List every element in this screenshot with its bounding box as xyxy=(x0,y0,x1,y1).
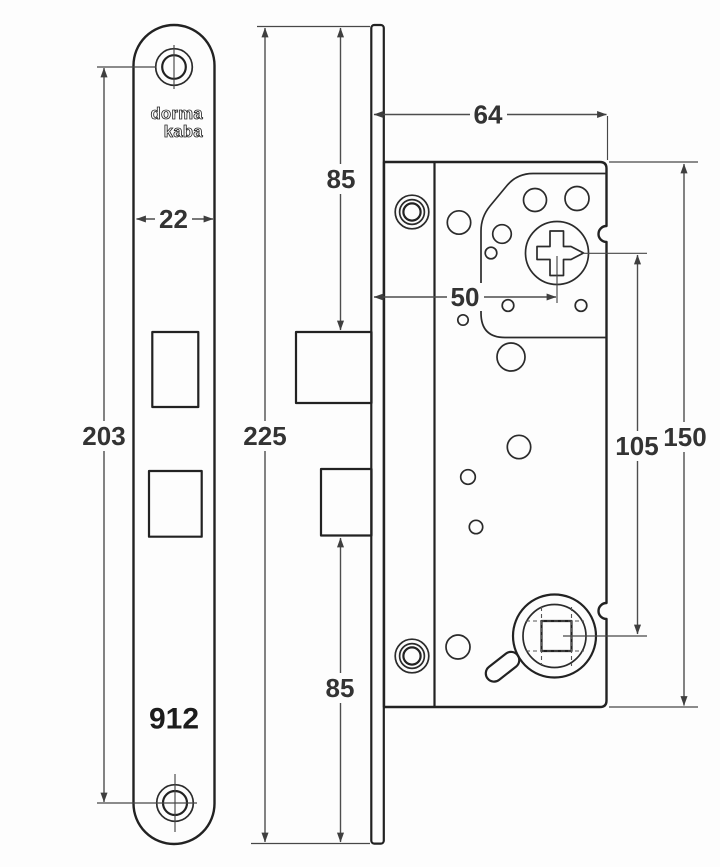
dimension-203: 203 xyxy=(80,66,197,804)
case-hole xyxy=(506,434,532,460)
housing-plate-outline xyxy=(480,172,607,339)
dimension-label-150: 150 xyxy=(663,422,706,452)
model-number: 912 xyxy=(149,703,199,736)
top-bushing-ring-inner xyxy=(402,202,422,222)
case-hole xyxy=(459,468,477,486)
dimension-label-225: 225 xyxy=(243,421,286,451)
lock-case-outline xyxy=(382,160,608,709)
case-hole xyxy=(574,298,588,313)
bottom-bushing xyxy=(394,638,430,674)
case-hole xyxy=(468,519,484,535)
dimension-22: 22 xyxy=(136,204,214,234)
dimensions: 22 203 225 85 85 xyxy=(80,25,708,845)
top-bushing xyxy=(394,194,430,230)
brand-logo-line1: dorma xyxy=(151,105,204,123)
case-hole xyxy=(564,185,590,212)
case-hole xyxy=(445,634,471,660)
deadbolt-side xyxy=(319,467,373,537)
top-bushing-ring-mid xyxy=(398,198,426,226)
dimension-label-85-bottom: 85 xyxy=(326,673,355,703)
dimension-label-50: 50 xyxy=(451,282,480,312)
case-hole xyxy=(522,187,548,213)
case-hole xyxy=(484,246,498,260)
dimension-150: 150 xyxy=(609,161,708,708)
phillips-cross-icon xyxy=(536,230,585,277)
dimension-label-203: 203 xyxy=(82,421,125,451)
brand-logo: dorma kaba xyxy=(150,105,204,142)
dimension-85-top: 85 xyxy=(324,27,358,331)
dimension-105: 105 xyxy=(563,252,660,637)
faceplate-outline xyxy=(132,23,216,846)
faceplate-edge-bar xyxy=(370,23,385,845)
dimension-label-85-top: 85 xyxy=(327,164,356,194)
faceplate-front-view: dorma kaba 912 xyxy=(132,23,216,846)
bottom-bushing-ring-outer xyxy=(394,638,430,674)
lock-case-view xyxy=(382,160,608,709)
case-hole xyxy=(446,209,472,236)
case-holes xyxy=(445,185,590,660)
case-hole xyxy=(501,298,515,313)
case-hole xyxy=(491,223,513,245)
dimension-85-bottom: 85 xyxy=(323,537,357,843)
dimension-label-22: 22 xyxy=(159,204,188,234)
bottom-bushing-ring-mid xyxy=(398,642,426,670)
top-bushing-ring-outer xyxy=(394,194,430,230)
top-screw-hole xyxy=(154,45,194,89)
case-hole xyxy=(456,313,470,327)
dimension-225: 225 xyxy=(241,25,370,845)
dimension-label-64: 64 xyxy=(474,100,503,130)
case-hole xyxy=(496,342,526,372)
dimension-64: 64 xyxy=(373,100,609,160)
latch-bolt-side xyxy=(294,330,373,405)
dimension-50: 50 xyxy=(373,256,558,312)
dimension-label-105: 105 xyxy=(615,431,658,461)
deadbolt-cutout xyxy=(147,469,203,538)
brand-logo-line2: kaba xyxy=(164,123,204,141)
oblong-slot xyxy=(484,650,521,683)
bottom-bushing-ring-inner xyxy=(402,646,422,666)
latch-cutout xyxy=(151,330,200,409)
